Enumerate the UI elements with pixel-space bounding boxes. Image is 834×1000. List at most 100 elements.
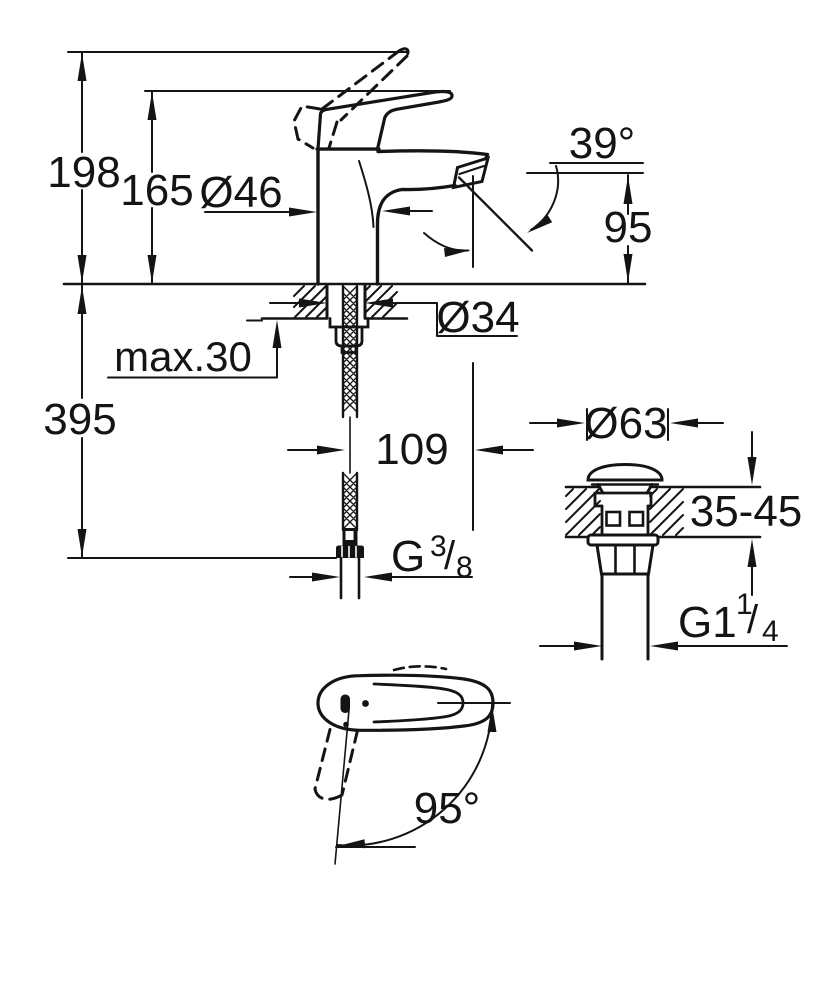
dashed-base-inner [327,120,339,150]
handle-lever [316,89,454,151]
arrow-63-left [670,418,698,428]
shank-diameter-label: Ø34 [436,293,519,342]
arrow-39-arc [527,214,553,233]
arrow-flow-arc [444,248,471,257]
dim-46-lines [204,210,433,213]
arrow-34-right [299,298,327,308]
waste-thread-numerator: 1 [736,588,753,621]
aerator-inner-line [458,164,486,176]
arrow-46-left [382,206,410,216]
supply-thread-label: G 3 / 8 [391,530,473,584]
waste-locknut [595,543,655,576]
waste-tailpipe [600,572,650,661]
arrow-95-down [623,254,633,282]
flow-direction-arc [423,232,469,252]
dim-34-leader [269,302,518,337]
rotated-edge-right [340,729,359,797]
handle-lever-dashed-raised [292,47,410,150]
swivel-angle-label: 95° [414,784,481,833]
waste-overflow-slot-right [628,510,645,527]
body-transition-curve [358,160,375,228]
arrow-g114-right [574,641,602,651]
waste-locknut-facets [614,544,636,576]
spout-underside [375,183,457,286]
swivel-arc [336,704,493,847]
swivel-arrowheads [338,705,497,849]
flange-diameter-label: Ø63 [584,399,667,448]
deck-thickness-range-label: 35-45 [690,487,803,536]
waste-thread-prefix: G1 [678,598,737,647]
supply-thread-denominator: 8 [456,551,473,584]
handle-top-dashed-edge [392,665,448,672]
drain-arrowheads [557,418,757,651]
dashed-base [292,104,322,150]
body-diameter-label: Ø46 [199,168,282,217]
sink-hatch-left [565,488,601,536]
arrow-109-left [475,445,503,455]
outlet-height-label: 95 [604,203,653,252]
arrow-198-up [77,53,87,81]
waste-cap-dome [586,462,664,482]
arrow-swivel-bottom [338,839,366,849]
arrow-95-up [623,176,633,204]
arrow-g38-left [364,572,392,582]
supply-thread-prefix: G [391,532,425,581]
arrow-46-right [289,207,317,217]
arrow-3545-up [747,539,757,567]
arrow-165-up [147,92,157,120]
max-deck-thickness-label: max.30 [114,333,252,380]
waste-overflow-slot-left [605,510,622,527]
supply-thread-numerator: 3 [430,530,447,563]
arrow-109-right [317,445,345,455]
handle-top-view: 95° [313,665,511,865]
waste-collar [593,491,653,508]
pivot-dot [362,700,369,707]
rotated-edge-left [313,728,332,791]
faucet-side-view: 198 165 Ø46 39° 95 max.30 Ø34 395 109 G … [43,47,653,600]
side-view-arrowheads [77,53,633,582]
rotated-tip-arc [313,787,344,801]
supply-pipe [339,556,361,600]
spout-reach-label: 109 [375,425,448,474]
handle-rotated-dashed [313,728,359,801]
arrow-395-up [77,286,87,314]
supply-nut-knurling [341,545,357,558]
hose-borders [341,284,359,532]
hose-braid [342,285,358,530]
arrow-395-down [77,529,87,557]
arrow-g114-left [650,641,678,651]
drain-detail-view: Ø63 35-45 G1 1 / 4 [529,399,803,661]
waste-thread-slash: / [747,598,759,642]
arrow-3545-down [747,457,757,485]
supply-nut [336,545,364,558]
water-stream-line [457,176,534,252]
arrow-198-down [77,255,87,283]
waste-body [600,504,650,537]
arrow-34-left [365,298,393,308]
dashed-blade-bottom [339,54,409,122]
aerator [451,155,491,190]
dashed-blade-top [320,49,401,111]
spout-top-edge [376,149,490,157]
arrow-max30-up [272,320,282,348]
arrow-165-down [147,255,157,283]
mounting-shank [325,283,367,320]
waste-thread-denominator: 4 [762,615,779,648]
dim-63-ticks [586,408,669,441]
rotated-centerline [334,709,350,865]
arrow-63-right [557,418,585,428]
supply-thread-slash: / [444,534,456,578]
counter-hatch-right [364,285,398,318]
waste-thread-label: G1 1 / 4 [678,588,779,648]
dashed-blade-tip [397,47,410,58]
arrow-swivel-top [487,705,497,732]
drain-dimension-lines [529,408,788,647]
overall-height-label: 198 [47,148,120,197]
below-deck-length-label: 395 [43,395,116,444]
stream-angle-label: 39° [569,119,636,168]
pivot-slot [340,694,350,713]
hose-connector-window [345,531,354,540]
sink-hatch-right [649,488,684,536]
arrow-g38-right [312,572,340,582]
